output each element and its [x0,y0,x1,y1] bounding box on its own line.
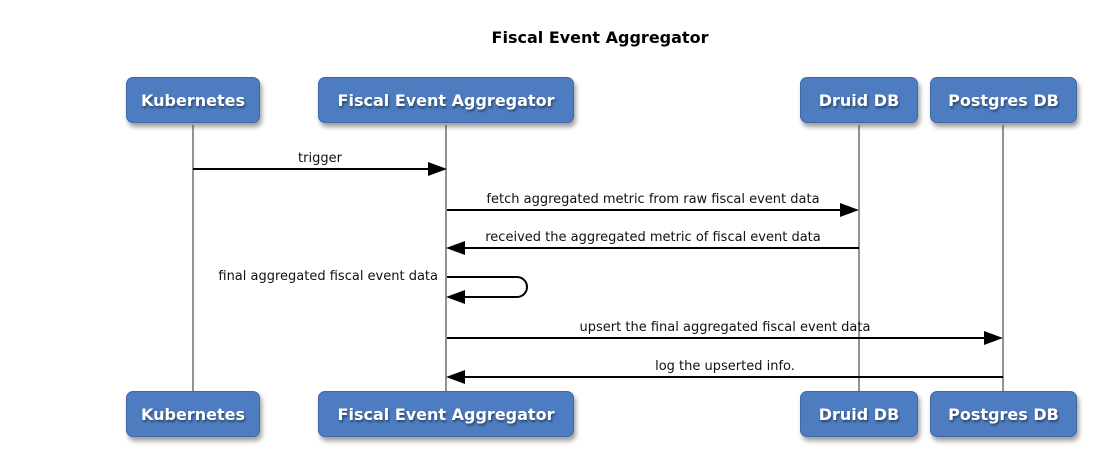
message-label-received: received the aggregated metric of fiscal… [485,230,821,245]
message-label-trigger: trigger [298,151,342,166]
actor-label: Kubernetes [141,404,245,424]
actor-box-druid-db-bottom: Druid DB [800,391,918,437]
actor-label: Postgres DB [948,90,1059,110]
actor-box-fiscal-event-aggregator-bottom: Fiscal Event Aggregator [318,391,574,437]
arrowhead-left-icon [446,241,465,255]
actor-box-druid-db-top: Druid DB [800,77,918,123]
actor-box-fiscal-event-aggregator-top: Fiscal Event Aggregator [318,77,574,123]
actor-box-kubernetes-bottom: Kubernetes [126,391,260,437]
actor-label: Postgres DB [948,404,1059,424]
message-label-upsert: upsert the final aggregated fiscal event… [579,320,871,335]
arrowhead-left-icon [446,290,465,304]
actor-box-postgres-db-bottom: Postgres DB [930,391,1077,437]
arrowhead-left-icon [446,370,465,384]
arrowhead-right-icon [840,203,859,217]
actor-box-kubernetes-top: Kubernetes [126,77,260,123]
message-label-self-call: final aggregated fiscal event data [218,269,438,284]
actor-box-postgres-db-top: Postgres DB [930,77,1077,123]
diagram-title: Fiscal Event Aggregator [491,28,709,47]
actor-label: Fiscal Event Aggregator [337,90,555,110]
message-self-loop [447,276,528,298]
actor-label: Fiscal Event Aggregator [337,404,555,424]
message-label-log: log the upserted info. [655,359,795,374]
actor-label: Druid DB [818,90,900,110]
arrowhead-right-icon [984,331,1003,345]
arrowhead-right-icon [428,162,447,176]
message-label-fetch: fetch aggregated metric from raw fiscal … [486,192,820,207]
actor-label: Kubernetes [141,90,245,110]
actor-label: Druid DB [818,404,900,424]
